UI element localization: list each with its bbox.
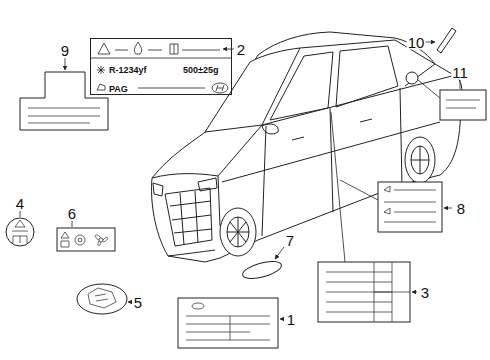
callout-number: 9 bbox=[60, 43, 70, 58]
callout-number: 4 bbox=[15, 196, 25, 211]
label-text: PAG bbox=[109, 85, 128, 94]
callout-number: 3 bbox=[420, 285, 430, 300]
callout-number: 7 bbox=[285, 233, 295, 248]
label-text: 500±25g bbox=[183, 66, 218, 75]
callout-number: 6 bbox=[67, 206, 77, 221]
callout-number: 5 bbox=[133, 295, 143, 310]
label-text: R-1234yf bbox=[109, 66, 147, 75]
callout-number: 11 bbox=[451, 65, 469, 80]
callout-number: 1 bbox=[286, 312, 296, 327]
callout-number: 10 bbox=[407, 35, 426, 50]
callout-number: 8 bbox=[456, 201, 466, 216]
refrigerant-label: R-1234yf 500±25gPAG bbox=[90, 38, 232, 95]
callout-number: 2 bbox=[236, 42, 246, 57]
